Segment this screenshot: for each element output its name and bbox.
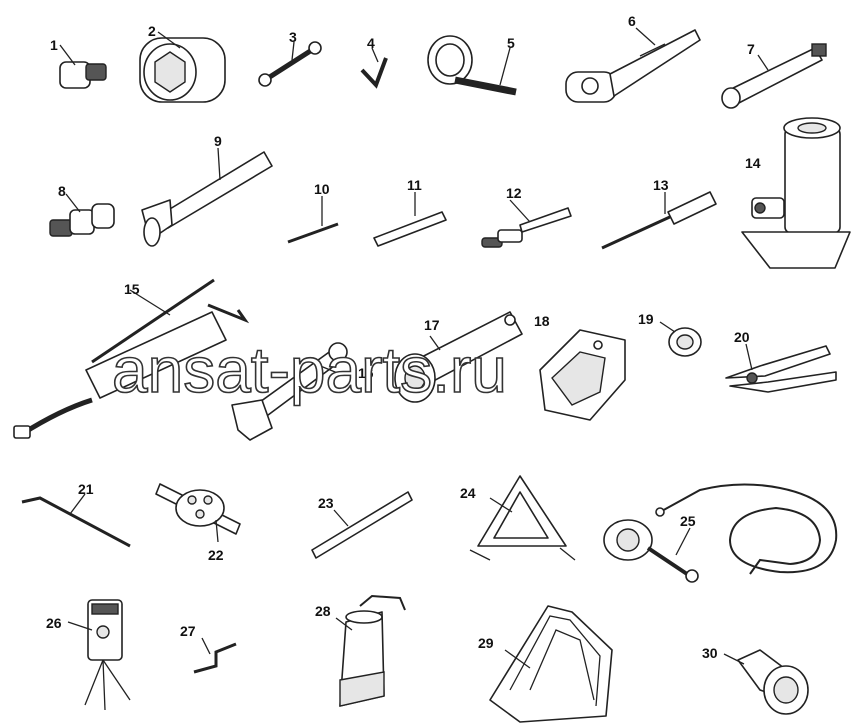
callout-12: 12 <box>506 185 522 201</box>
part-23-extension-rod <box>311 491 413 559</box>
part-14-bottle-jack <box>741 117 851 269</box>
part-28-fire-extinguisher <box>335 594 406 707</box>
part-16-adjustable-wrench <box>231 342 348 441</box>
callout-29: 29 <box>478 635 494 651</box>
callout-22: 22 <box>208 547 224 563</box>
part-7-extension-bar <box>721 43 827 109</box>
part-24-warning-triangle <box>469 475 576 561</box>
callout-26: 26 <box>46 615 62 631</box>
callout-24: 24 <box>460 485 476 501</box>
part-21-hook-rod <box>21 493 131 548</box>
part-9-wheel-brace <box>141 147 273 247</box>
part-5-filter-wrench <box>427 35 517 96</box>
part-10-driver-bit <box>287 196 339 244</box>
callout-20: 20 <box>734 329 750 345</box>
part-22-wheel-key <box>155 483 241 543</box>
callout-5: 5 <box>507 35 515 51</box>
callout-3: 3 <box>289 29 297 45</box>
callout-21: 21 <box>78 481 94 497</box>
callout-10: 10 <box>314 181 330 197</box>
callout-28: 28 <box>315 603 331 619</box>
part-2-large-socket <box>139 31 226 103</box>
callout-25: 25 <box>680 513 696 529</box>
callout-16: 16 <box>358 365 374 381</box>
callout-8: 8 <box>58 183 66 199</box>
part-13-screwdriver <box>601 191 717 250</box>
callout-19: 19 <box>638 311 654 327</box>
part-4-hex-key <box>360 47 388 89</box>
part-19-adapter-ring <box>659 321 702 357</box>
callout-13: 13 <box>653 177 669 193</box>
callout-4: 4 <box>367 35 375 51</box>
callout-6: 6 <box>628 13 636 29</box>
callout-23: 23 <box>318 495 334 511</box>
part-26-work-lamp <box>67 599 131 711</box>
callout-7: 7 <box>747 41 755 57</box>
callout-9: 9 <box>214 133 222 149</box>
part-8-universal-joint <box>49 193 115 237</box>
callout-14: 14 <box>745 155 761 171</box>
part-15-grease-gun <box>13 278 250 439</box>
part-6-ratchet <box>565 27 701 103</box>
callout-18: 18 <box>534 313 550 329</box>
part-18-filter-cup-wrench <box>539 329 626 421</box>
part-17-plug-socket <box>394 311 523 403</box>
part-11-pin-punch <box>373 192 447 247</box>
watermark: ansat-parts.ru <box>112 334 507 406</box>
part-12-screwdriver-set <box>481 199 572 248</box>
part-27-crank-handle <box>193 637 237 674</box>
callout-2: 2 <box>148 23 156 39</box>
callout-15: 15 <box>124 281 140 297</box>
callout-27: 27 <box>180 623 196 639</box>
part-1-socket-adapter <box>59 44 107 89</box>
callout-11: 11 <box>407 177 422 193</box>
part-3-open-wrench <box>258 41 322 87</box>
part-20-pliers <box>725 343 837 393</box>
part-30-hub-socket <box>723 649 809 715</box>
callout-17: 17 <box>424 317 440 333</box>
callout-1: 1 <box>50 37 58 53</box>
part-29-wheel-chock <box>489 605 613 723</box>
part-25-inflator-hose <box>603 483 838 583</box>
callout-30: 30 <box>702 645 718 661</box>
